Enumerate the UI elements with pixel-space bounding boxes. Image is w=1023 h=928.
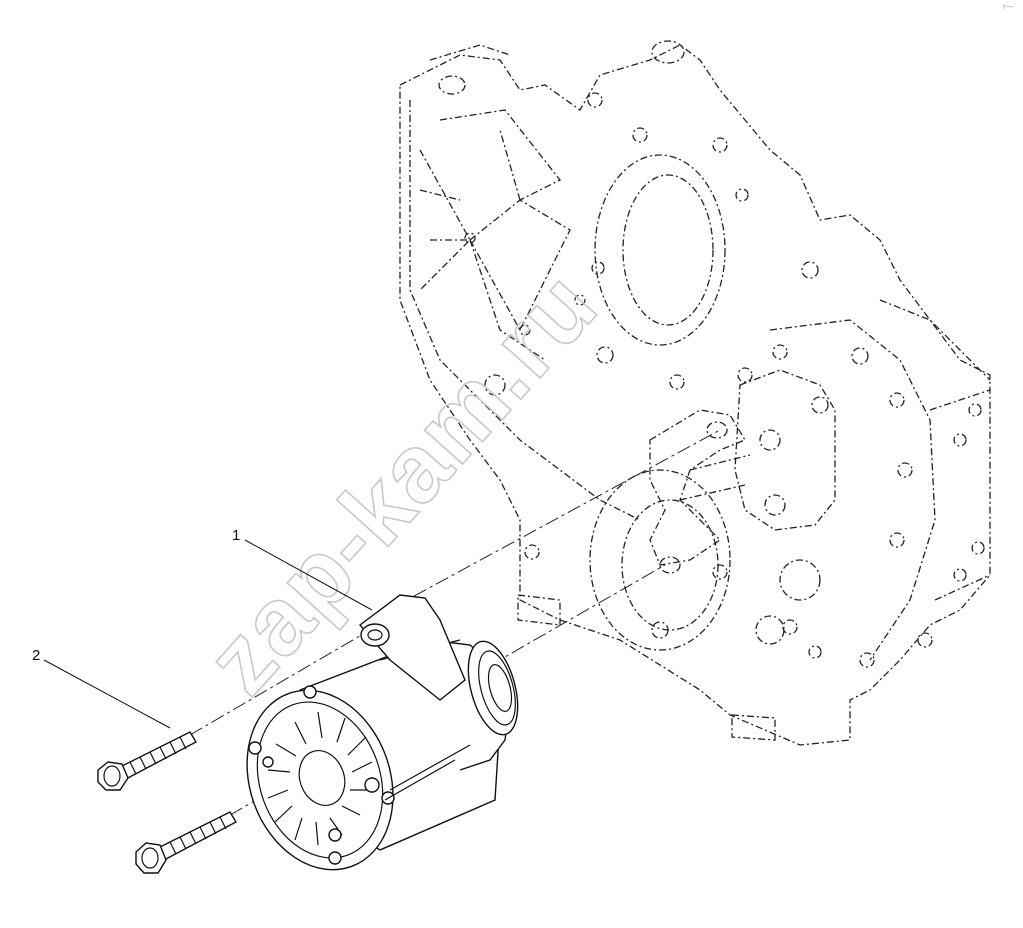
- bolt-upper: [97, 731, 197, 791]
- bolt-lower: [135, 811, 237, 874]
- callout-2: 2: [32, 647, 41, 664]
- corner-mark: r—: [1003, 2, 1014, 11]
- callout-1: 1: [232, 527, 241, 544]
- leader-line-1: [244, 539, 373, 611]
- alternator: [246, 594, 519, 871]
- leader-line-2: [43, 659, 171, 729]
- engine-front-cover-phantom: [399, 40, 991, 746]
